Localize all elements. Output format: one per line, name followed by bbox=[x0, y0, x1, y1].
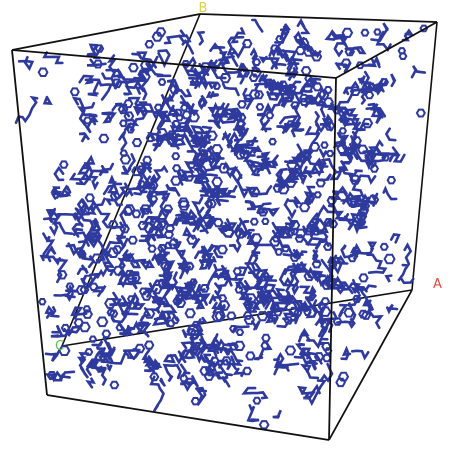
box-front-edges bbox=[11, 13, 438, 441]
axis-label-a: A bbox=[433, 277, 442, 292]
axis-label-origin: C bbox=[55, 339, 64, 354]
axis-label-b: B bbox=[199, 1, 208, 16]
polymer-network bbox=[14, 17, 429, 430]
ring-motifs bbox=[37, 24, 429, 430]
